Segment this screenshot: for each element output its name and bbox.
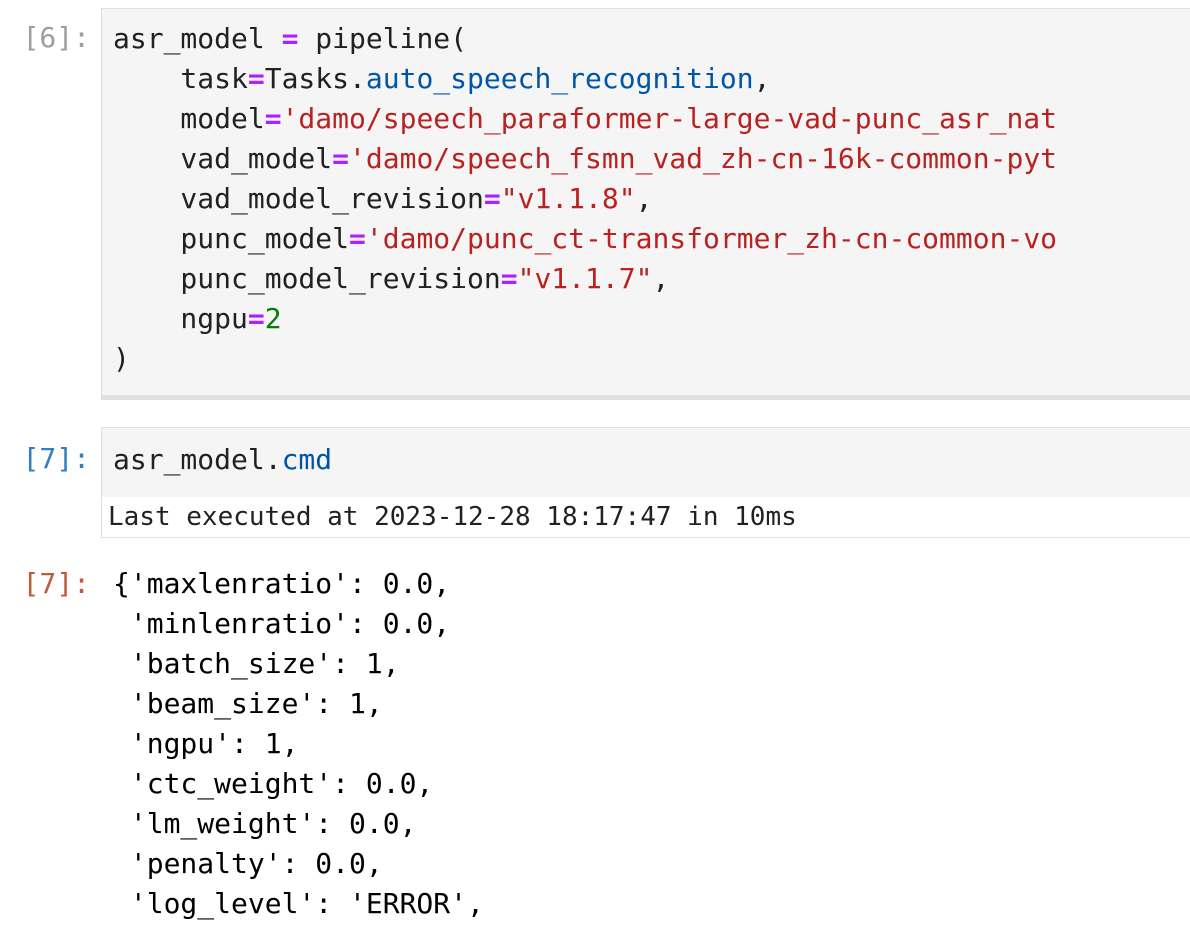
code-token: 2 <box>264 302 282 335</box>
code-token: auto_speech_recognition <box>365 62 754 95</box>
code-token: = <box>247 302 265 335</box>
code-line[interactable]: model='damo/speech_paraformer-large-vad-… <box>113 99 1190 139</box>
cell-7-output: {'maxlenratio': 0.0, 'minlenratio': 0.0,… <box>113 564 484 924</box>
code-token: punc_model <box>113 222 350 255</box>
output-line: {'maxlenratio': 0.0, <box>113 567 451 600</box>
cell-7-code-editor[interactable]: asr_model.cmd <box>101 427 1190 498</box>
code-token: = <box>349 222 366 255</box>
code-token: = <box>264 102 282 135</box>
code-token: 'damo/speech_paraformer-large-vad-punc_a… <box>281 102 1058 135</box>
code-token: = <box>247 62 265 95</box>
cell-6-code-editor[interactable]: asr_model = pipeline( task=Tasks.auto_sp… <box>101 8 1190 396</box>
code-token: ) <box>113 342 130 375</box>
output-line: 'beam_size': 1, <box>113 687 383 720</box>
code-line[interactable]: task=Tasks.auto_speech_recognition, <box>113 59 1190 99</box>
cell-6-input-prompt: [6]: <box>22 21 90 54</box>
output-line: 'ctc_weight': 0.0, <box>113 767 434 800</box>
code-token: , <box>753 62 771 95</box>
code-line[interactable]: punc_model_revision="v1.1.7", <box>113 259 1190 299</box>
code-token: = <box>483 182 501 215</box>
output-line: 'log_level': 'ERROR', <box>113 887 484 920</box>
output-line: 'batch_size': 1, <box>113 647 400 680</box>
code-token: = <box>281 22 299 55</box>
code-token: model <box>113 102 265 135</box>
code-line[interactable]: vad_model_revision="v1.1.8", <box>113 179 1190 219</box>
code-token: pipeline( <box>298 22 468 55</box>
execution-status: Last executed at 2023-12-28 18:17:47 in … <box>101 497 1190 538</box>
output-line: 'ngpu': 1, <box>113 727 299 760</box>
code-line[interactable]: ngpu=2 <box>113 299 1190 339</box>
code-token: asr_model. <box>113 443 282 476</box>
code-token: "v1.1.7" <box>517 262 653 295</box>
code-line[interactable]: ) <box>113 339 1190 379</box>
code-token: task <box>113 62 248 95</box>
cell-6-code[interactable]: asr_model = pipeline( task=Tasks.auto_sp… <box>102 19 1190 379</box>
code-line[interactable]: asr_model.cmd <box>113 440 1190 480</box>
code-token: vad_model_revision <box>113 182 484 215</box>
output-line: 'minlenratio': 0.0, <box>113 607 451 640</box>
cell-7-input-prompt: [7]: <box>22 442 90 475</box>
code-token: 'damo/speech_fsmn_vad_zh-cn-16k-common-p… <box>349 142 1058 175</box>
code-token: vad_model <box>113 142 333 175</box>
code-token: cmd <box>281 443 333 476</box>
cell-6-divider <box>101 396 1190 400</box>
code-line[interactable]: asr_model = pipeline( <box>113 19 1190 59</box>
code-token: asr_model <box>113 22 282 55</box>
code-token: "v1.1.8" <box>500 182 636 215</box>
code-token: ngpu <box>113 302 248 335</box>
code-line[interactable]: punc_model='damo/punc_ct-transformer_zh-… <box>113 219 1190 259</box>
code-token: , <box>635 182 653 215</box>
code-token: Tasks. <box>264 62 366 95</box>
code-line[interactable]: vad_model='damo/speech_fsmn_vad_zh-cn-16… <box>113 139 1190 179</box>
code-token: 'damo/punc_ct-transformer_zh-cn-common-v… <box>365 222 1058 255</box>
output-line: 'penalty': 0.0, <box>113 847 383 880</box>
code-token: = <box>332 142 350 175</box>
cell-7-code[interactable]: asr_model.cmd <box>102 440 1190 480</box>
code-token: = <box>500 262 518 295</box>
code-token: , <box>652 262 670 295</box>
code-token: punc_model_revision <box>113 262 501 295</box>
output-line: 'lm_weight': 0.0, <box>113 807 417 840</box>
cell-7-output-prompt: [7]: <box>22 567 90 600</box>
